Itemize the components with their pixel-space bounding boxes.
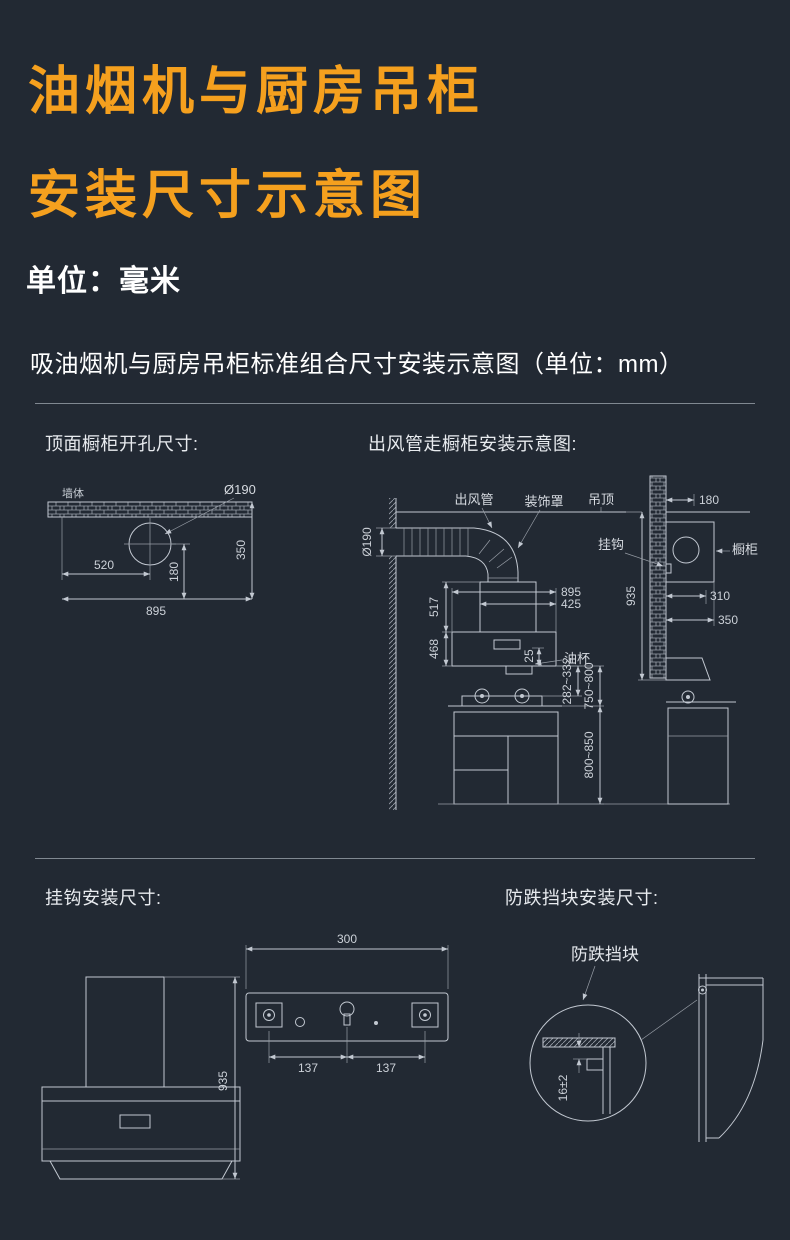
cutout-drawing	[47, 497, 255, 602]
display-panel	[119, 1114, 151, 1129]
wall-column	[649, 475, 667, 679]
screw-hole	[295, 1017, 305, 1027]
duct-diameter-label: Ø190	[360, 527, 374, 557]
dim-180: 180	[699, 493, 719, 507]
ceiling-label: 吊顶	[588, 492, 614, 507]
duct-section-circle	[672, 536, 700, 564]
dim-935: 935	[624, 586, 638, 606]
dim-300: 300	[337, 932, 357, 946]
control-panel	[493, 639, 521, 650]
dim-750-800: 750~800	[582, 662, 596, 709]
diagram-duct-installation: 出风管 装饰罩 吊顶 Ø190 895 425 517 468 25 油杯 28…	[360, 475, 758, 810]
dim-517: 517	[427, 597, 441, 617]
dim-425: 425	[561, 597, 581, 611]
dim-137-left: 137	[298, 1061, 318, 1075]
page-title-line1: 油烟机与厨房吊柜	[28, 63, 485, 121]
dim-520: 520	[94, 558, 114, 572]
unit-label: 单位：毫米	[26, 265, 181, 298]
pivot-hole	[698, 985, 707, 995]
screw-hole-small	[374, 1021, 378, 1025]
dim-137-right: 137	[376, 1061, 396, 1075]
dim-16: 16±2	[556, 1074, 570, 1101]
hood-base	[49, 1160, 233, 1180]
dim-468: 468	[427, 639, 441, 659]
heading-top-hole: 顶面橱柜开孔尺寸:	[45, 434, 199, 454]
dim-895: 895	[146, 604, 166, 618]
dim-935: 935	[216, 1071, 230, 1091]
right-hook	[411, 1002, 439, 1028]
dim-800-850: 800~850	[582, 731, 596, 778]
plate-dimension-lines	[245, 945, 449, 1063]
page-title-line2: 安装尺寸示意图	[28, 167, 428, 225]
duct-label: 出风管	[454, 492, 493, 507]
side-dimension-lines	[666, 494, 715, 626]
diagram-antifall-block: 防跌挡块 16±2	[529, 945, 764, 1142]
wall-label: 墙体	[62, 486, 84, 500]
hood-body	[451, 631, 557, 667]
dim-180: 180	[167, 562, 181, 582]
left-hook	[255, 1002, 283, 1028]
block-section	[586, 1058, 604, 1071]
cover-label: 装饰罩	[524, 494, 563, 509]
block-label: 防跌挡块	[571, 945, 639, 964]
detail-drawing	[542, 1033, 616, 1114]
hole-diameter-label: Ø190	[224, 482, 256, 497]
hood-body	[41, 1086, 241, 1162]
diagram-hook-dimensions: 935 300 137 137	[41, 932, 449, 1180]
subtitle: 吸油烟机与厨房吊柜标准组合尺寸安装示意图（单位：mm）	[30, 351, 684, 378]
oilcup-label: 油杯	[564, 651, 590, 666]
heading-duct: 出风管走橱柜安装示意图:	[368, 434, 577, 454]
dim-895: 895	[561, 585, 581, 599]
hook-label: 挂钩	[598, 537, 624, 552]
cabinet-label: 橱柜	[732, 542, 758, 557]
hood-front-view	[451, 581, 557, 675]
heading-block: 防跌挡块安装尺寸:	[505, 888, 659, 908]
hood-top-profile	[698, 974, 764, 1142]
height-dimension	[164, 976, 240, 1180]
hood-side	[665, 657, 711, 681]
main-dimension-lines	[376, 511, 666, 805]
side-view	[649, 475, 750, 805]
divider-top	[35, 403, 755, 404]
exhaust-duct	[396, 527, 519, 582]
dim-25: 25	[522, 649, 536, 663]
detail-circle	[529, 1004, 647, 1122]
diagram-cutout-dimensions: 墙体 Ø190 520 180 350 895	[47, 482, 256, 618]
decorative-cover	[479, 581, 537, 633]
dim-350: 350	[718, 613, 738, 627]
dim-350: 350	[234, 540, 248, 560]
oil-cup	[505, 665, 533, 675]
hood-front-view	[41, 976, 241, 1180]
divider-bottom	[35, 858, 755, 859]
cabinet-side	[665, 521, 715, 583]
hook-side	[665, 563, 672, 574]
dim-310: 310	[710, 589, 730, 603]
heading-hook: 挂钩安装尺寸:	[45, 888, 162, 908]
wall-and-ceiling	[389, 498, 626, 810]
dim-282-332: 282~332	[560, 657, 574, 704]
chimney	[85, 976, 165, 1088]
keyhole	[339, 1001, 355, 1017]
